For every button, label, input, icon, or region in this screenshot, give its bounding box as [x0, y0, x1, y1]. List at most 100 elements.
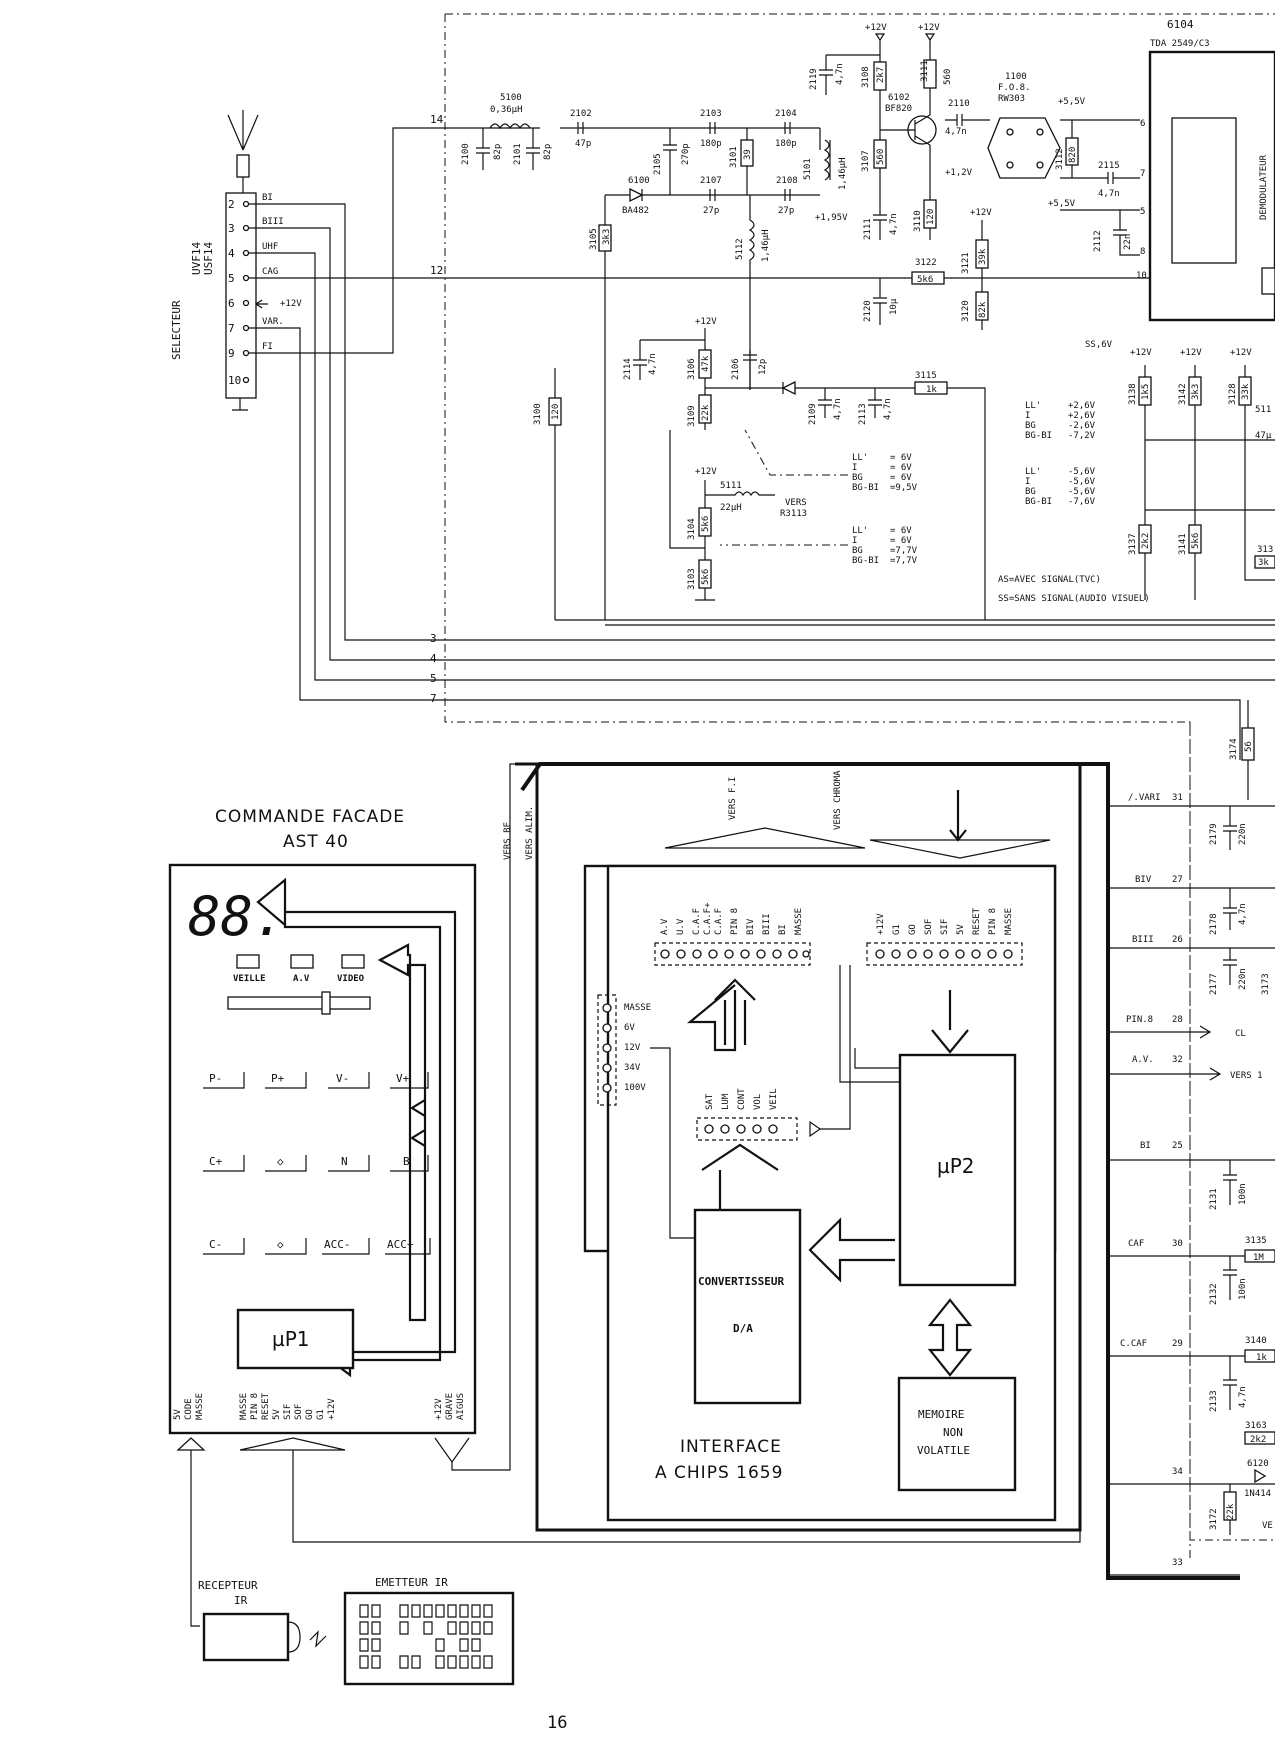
memory-label-2: NON — [943, 1426, 963, 1439]
svg-text:2133: 2133 — [1209, 1390, 1219, 1412]
svg-text:BIV: BIV — [746, 918, 756, 935]
key-acc-minus[interactable]: ACC- — [322, 1238, 370, 1255]
svg-text:5k6: 5k6 — [1191, 533, 1201, 549]
svg-text:CAF: CAF — [1128, 1239, 1144, 1249]
svg-text:2107: 2107 — [700, 176, 722, 186]
if-signal-line — [445, 127, 821, 150]
svg-text:I: I — [1025, 411, 1030, 421]
svg-text:I: I — [1025, 477, 1030, 487]
supply-12v-5111: +12V — [695, 467, 717, 477]
svg-text:5k6: 5k6 — [701, 516, 711, 532]
svg-text:1N414: 1N414 — [1244, 1489, 1271, 1499]
svg-text:GRAVE: GRAVE — [445, 1393, 455, 1420]
svg-text:39: 39 — [743, 149, 753, 160]
svg-text:39k: 39k — [978, 248, 988, 265]
key-p-minus[interactable]: P- — [203, 1072, 245, 1089]
cap-2111: 2111 4,7n — [863, 200, 899, 240]
key-diamond-2[interactable]: ◇ — [265, 1238, 307, 1255]
arrow-dac-up — [701, 1143, 779, 1210]
slider[interactable] — [227, 991, 371, 1015]
key-c-minus[interactable]: C- — [203, 1238, 245, 1255]
svg-text:PIN 8: PIN 8 — [730, 908, 740, 935]
svg-text:VE: VE — [1262, 1521, 1273, 1531]
res-3115: 3115 1k — [914, 371, 986, 620]
wire-to-bf — [451, 763, 522, 1471]
svg-text:2112: 2112 — [1093, 230, 1103, 252]
svg-text:4: 4 — [228, 247, 235, 260]
cut-label-47: 47µ — [1255, 431, 1272, 441]
svg-text:3105: 3105 — [589, 228, 599, 250]
svg-text:MASSE: MASSE — [239, 1393, 249, 1420]
svg-text:3110: 3110 — [913, 210, 923, 232]
svg-text:BIII: BIII — [1132, 935, 1154, 945]
cap-2106: 2106 12p — [731, 350, 768, 390]
ir-signal-icon — [309, 1630, 327, 1648]
tuner-model-2: USF14 — [202, 242, 215, 275]
key-c-plus[interactable]: C+ — [203, 1155, 245, 1172]
svg-text:6102: 6102 — [888, 93, 910, 103]
svg-text:5: 5 — [228, 272, 235, 285]
cap-2108: 2108 27p — [776, 176, 798, 216]
voltage-table-a: LL'= 6V I= 6V BG= 6V BG-BI=9,5V — [852, 453, 918, 493]
res-3122: 3122 5k6 — [911, 258, 945, 285]
res-3142: 3142 3k3 +12V — [1178, 348, 1202, 600]
svg-text:SIF: SIF — [283, 1404, 293, 1420]
key-n[interactable]: N — [328, 1155, 370, 1172]
cap-2102: 2102 47p — [570, 109, 592, 149]
svg-text:BG-BI: BG-BI — [852, 483, 879, 493]
svg-text:P-: P- — [209, 1072, 222, 1085]
key-v-minus[interactable]: V- — [328, 1072, 370, 1089]
arrow-down-to-up2 — [931, 990, 969, 1054]
svg-text:=9,5V: =9,5V — [890, 483, 918, 493]
svg-text:26: 26 — [1172, 935, 1183, 945]
svg-text:3106: 3106 — [687, 358, 697, 380]
led-video-label: VIDEO — [337, 974, 365, 984]
svg-text:2114: 2114 — [623, 358, 633, 380]
wire-conn1-up2-a — [854, 1048, 900, 1069]
svg-text:3138: 3138 — [1128, 383, 1138, 405]
volt-p12: +1,2V — [945, 168, 973, 178]
svg-text:3100: 3100 — [533, 403, 543, 425]
svg-text:VEIL: VEIL — [769, 1088, 779, 1110]
svg-text:+12V: +12V — [1130, 348, 1152, 358]
svg-text:SAT: SAT — [705, 1093, 715, 1110]
up2-box — [898, 1053, 1017, 1287]
svg-text:5111: 5111 — [720, 481, 742, 491]
interface-connector-1: A.V U.V C.A.F C.A.F+ C.A.F PIN 8 BIV BII… — [654, 902, 811, 966]
svg-text:82p: 82p — [543, 144, 553, 160]
wire-var — [249, 327, 445, 701]
res-3174: 3174 56 — [1229, 700, 1255, 800]
svg-text:0,36µH: 0,36µH — [490, 105, 523, 115]
svg-text:4,7n: 4,7n — [945, 127, 967, 137]
svg-text:F.O.8.: F.O.8. — [998, 83, 1031, 93]
bus-7 — [445, 699, 1241, 760]
svg-text:VERS: VERS — [785, 498, 807, 508]
svg-text:2109: 2109 — [808, 403, 818, 425]
slider-thumb[interactable] — [321, 991, 331, 1015]
key-acc-plus[interactable]: ACC+ — [385, 1238, 431, 1255]
interface-title-1: INTERFACE — [680, 1437, 782, 1457]
svg-text:10: 10 — [1136, 271, 1147, 281]
key-b[interactable]: B — [390, 1155, 429, 1172]
right-row-33: 33 — [1108, 1558, 1240, 1576]
key-diamond-1[interactable]: ◇ — [265, 1155, 307, 1172]
cap-2114: 2114 4,7n — [623, 339, 705, 380]
svg-text:I: I — [852, 463, 857, 473]
cap-2104: 2104 180p — [775, 109, 797, 149]
key-p-plus[interactable]: P+ — [265, 1072, 307, 1089]
svg-text:2k2: 2k2 — [1141, 533, 1151, 549]
svg-text:FI: FI — [262, 342, 273, 352]
antenna-icon — [227, 110, 259, 193]
res-3137: 3137 2k2 — [1128, 524, 1152, 555]
svg-text:-2,6V: -2,6V — [1068, 421, 1096, 431]
svg-text:4,7n: 4,7n — [1238, 903, 1248, 925]
svg-text:2k2: 2k2 — [1250, 1435, 1266, 1445]
transistor-6102: 6102 BF820 — [880, 93, 937, 146]
svg-text:3140: 3140 — [1245, 1336, 1267, 1346]
svg-text:+12V: +12V — [876, 913, 886, 935]
key-v-plus[interactable]: V+ — [390, 1072, 429, 1089]
svg-text:2179: 2179 — [1209, 823, 1219, 845]
svg-text:2100: 2100 — [461, 143, 471, 165]
